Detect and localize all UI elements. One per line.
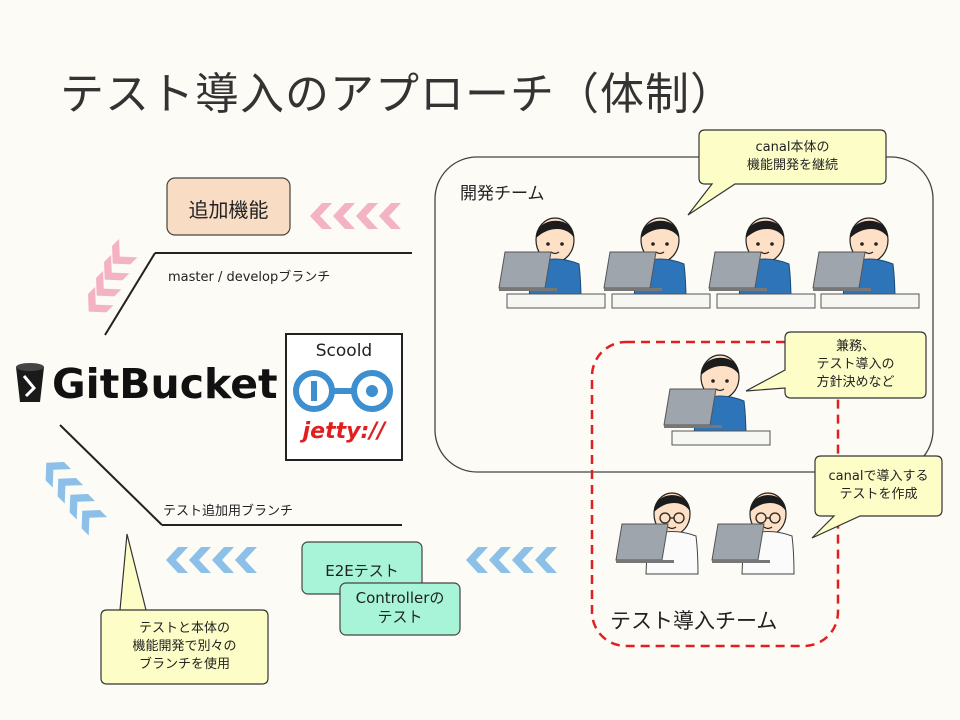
page-title: テスト導入のアプローチ（体制） — [60, 69, 735, 120]
tester-1 — [615, 492, 699, 575]
controller-box-line-1: Controllerの — [355, 589, 445, 607]
scoold-label: Scoold — [315, 341, 373, 361]
gitbucket-bucket-icon — [16, 363, 44, 402]
test-branch-diagonal — [59, 424, 163, 526]
test-callout-line-2: テストを作成 — [839, 487, 918, 502]
blue-chevrons-middle — [166, 547, 257, 573]
lead-callout-line-1: 兼務、 — [835, 339, 875, 354]
dev-team-label: 開発チーム — [460, 184, 545, 204]
test-branch-label: テスト追加用ブランチ — [163, 504, 294, 519]
pink-chevrons-right — [310, 203, 401, 229]
branch-callout-line-3: ブランチを使用 — [138, 657, 230, 672]
lead-callout-text: 兼務、 テスト導入の 方針決めなど — [785, 338, 926, 392]
jetty-logo-text: jetty:// — [302, 419, 386, 444]
lead-callout-line-2: テスト導入の — [816, 357, 895, 372]
scoold-panel — [285, 333, 403, 461]
test-team-label: テスト導入チーム — [610, 609, 778, 633]
branch-callout-line-2: 機能開発で別々の — [132, 639, 237, 654]
branch-callout-text: テストと本体の 機能開発で別々の ブランチを使用 — [101, 620, 268, 674]
lead-callout-bubble — [745, 331, 927, 399]
blue-chevrons-diagonal — [45, 462, 108, 536]
master-branch-diagonal — [104, 252, 156, 336]
test-callout-bubble — [811, 455, 943, 539]
dev-callout-line-2: 機能開発を継続 — [746, 158, 838, 173]
blue-chevrons-right — [466, 547, 557, 573]
test-callout-line-1: canalで導入する — [828, 469, 929, 484]
e2e-box-label: E2Eテスト — [325, 562, 399, 580]
scoold-logo-icon — [293, 370, 393, 412]
controller-box-label: Controllerの テスト — [340, 589, 460, 627]
branch-callout-line-1: テストと本体の — [138, 621, 230, 636]
controller-box-line-2: テスト — [377, 608, 423, 626]
controller-box — [339, 582, 461, 636]
branch-callout-bubble — [100, 533, 269, 685]
dev-callout-line-1: canal本体の — [755, 140, 830, 155]
gitbucket-logo-text: GitBucket — [52, 360, 278, 408]
dev-callout-bubble — [687, 129, 887, 216]
test-callout-text: canalで導入する テストを作成 — [815, 468, 942, 504]
dev-callout-text: canal本体の 機能開発を継続 — [699, 139, 886, 175]
feature-box — [166, 177, 291, 236]
pink-chevrons-diagonal — [88, 238, 138, 313]
tester-2 — [711, 492, 795, 575]
master-branch-label: master / developブランチ — [168, 270, 331, 285]
lead-callout-line-3: 方針決めなど — [816, 375, 895, 390]
feature-box-label: 追加機能 — [188, 198, 269, 222]
